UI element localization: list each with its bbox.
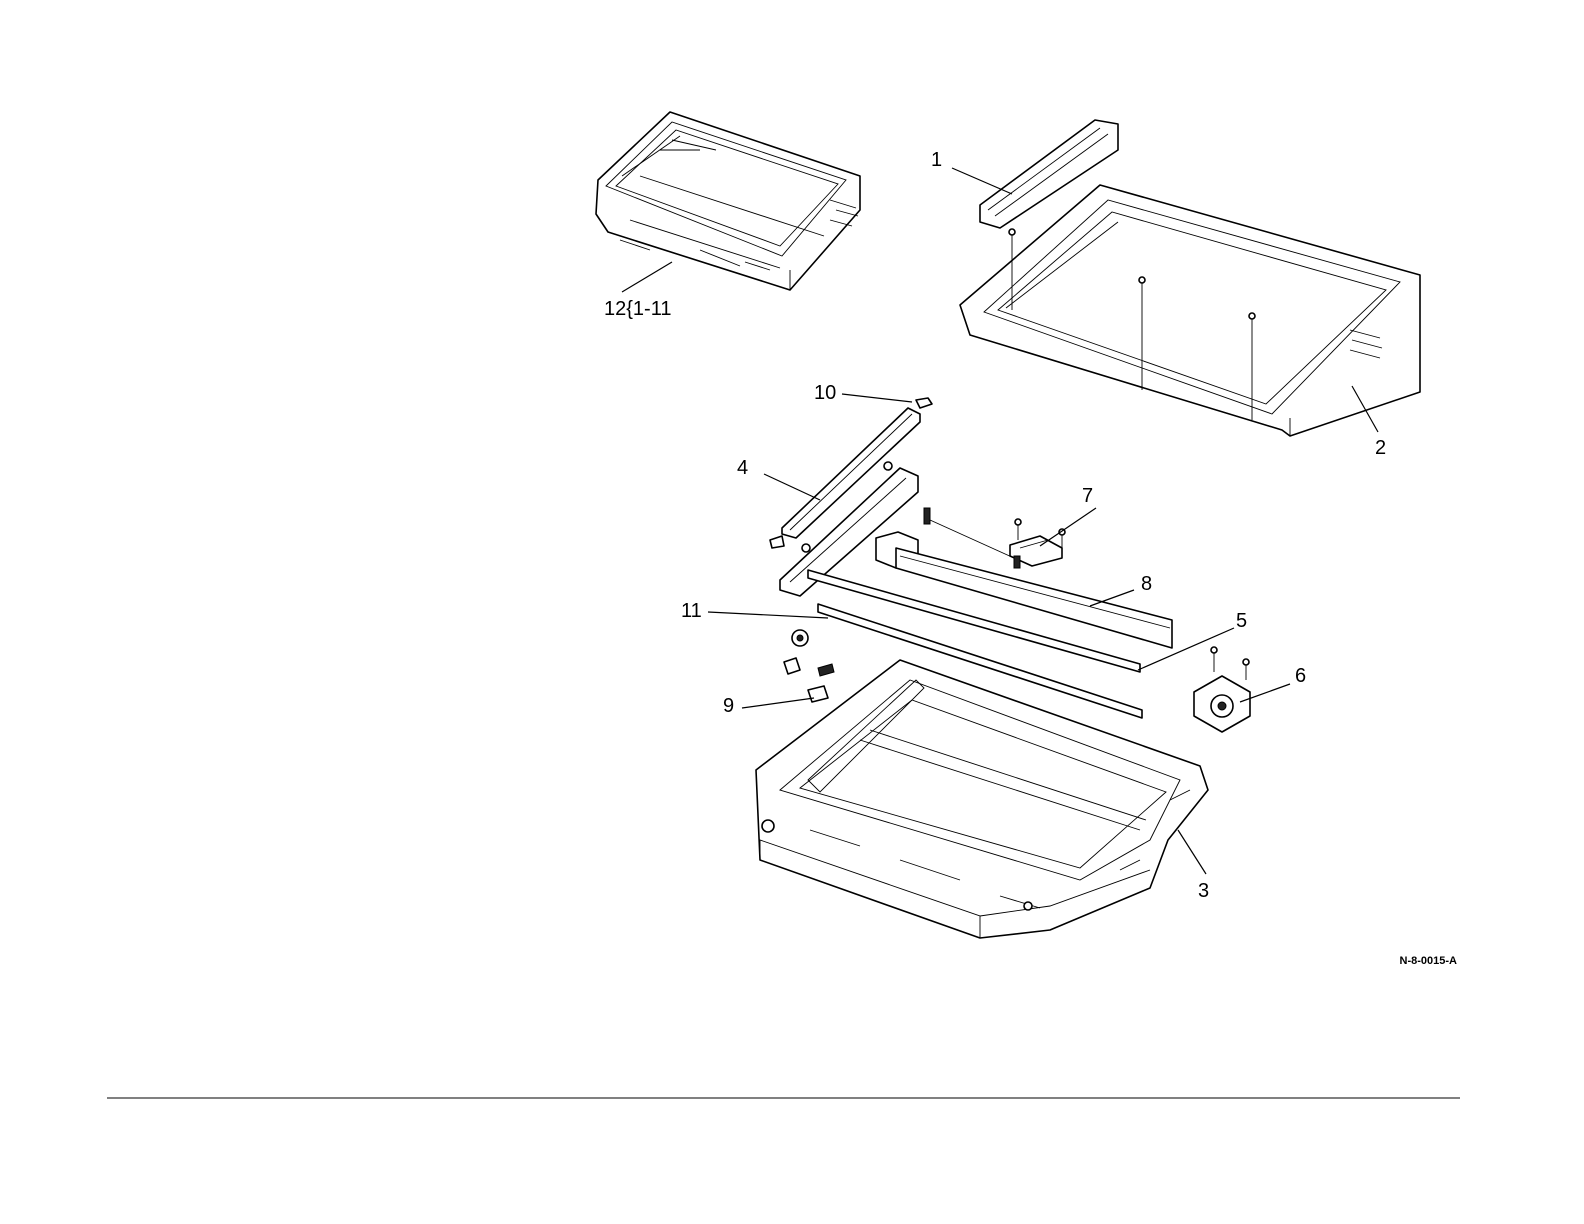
part-2-top-cover — [960, 185, 1420, 436]
callout-5: 5 — [1236, 610, 1247, 632]
callout-8: 8 — [1141, 573, 1152, 595]
leader-9 — [742, 698, 814, 708]
leader-7 — [1040, 508, 1096, 546]
callout-1: 1 — [931, 149, 942, 171]
callout-10: 10 — [814, 382, 836, 404]
leader-1 — [952, 168, 1012, 194]
leader-3 — [1178, 830, 1206, 874]
part-6-motor — [1194, 647, 1250, 732]
callout-4: 4 — [737, 457, 748, 479]
leader-4 — [764, 474, 820, 500]
callout-12: 12{1-11 — [604, 298, 671, 320]
part-7-bracket — [924, 508, 1065, 568]
part-9-pulley-set — [784, 630, 834, 702]
figure-code: N-8-0015-A — [1400, 955, 1458, 967]
leader-12 — [622, 262, 672, 292]
callout-7: 7 — [1082, 485, 1093, 507]
callout-6: 6 — [1295, 665, 1306, 687]
leader-11 — [708, 612, 828, 618]
leader-10 — [842, 394, 912, 402]
part-3-base-frame — [756, 660, 1208, 938]
callout-9: 9 — [723, 695, 734, 717]
callout-11: 11 — [681, 600, 702, 622]
part-10-clip — [916, 398, 932, 408]
part-12-scanner-assembly — [596, 112, 860, 290]
callout-2: 2 — [1375, 437, 1386, 459]
callout-3: 3 — [1198, 880, 1209, 902]
